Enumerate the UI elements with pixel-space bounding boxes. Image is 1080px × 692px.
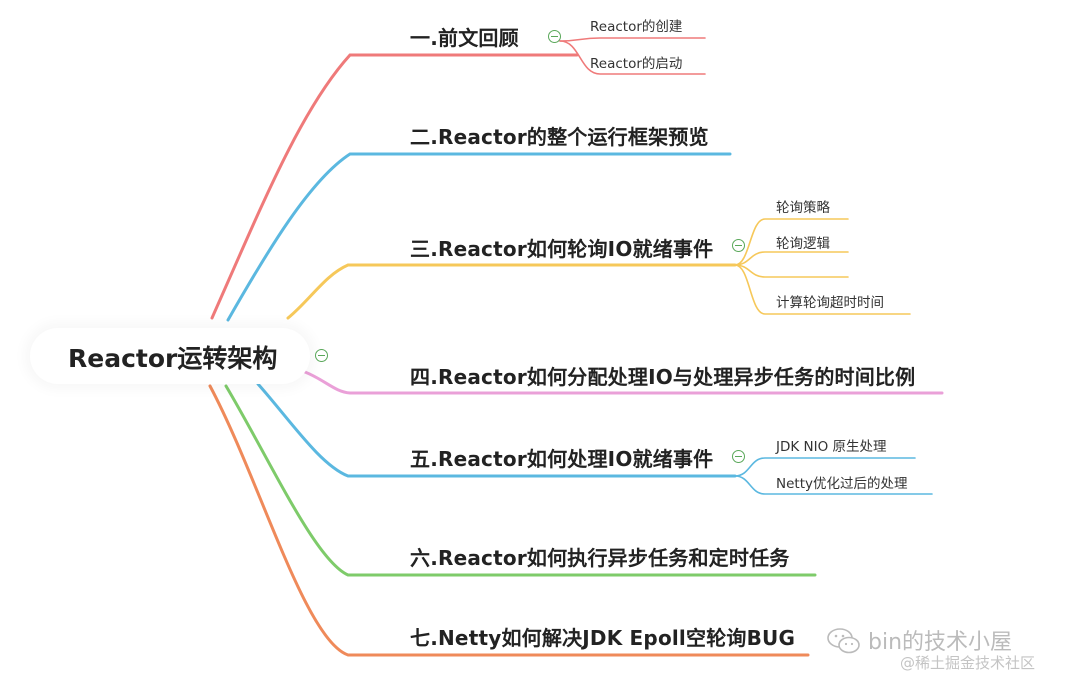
branch-label-4[interactable]: 四.Reactor如何分配处理IO与处理异步任务的时间比例 [410, 365, 916, 389]
leaf-line-5-2 [734, 475, 933, 495]
branch-5-collapse-icon[interactable] [732, 450, 745, 463]
leaf-line-3-1 [734, 218, 849, 266]
leaf-line-1-2 [559, 40, 706, 75]
leaf-label-1-2[interactable]: Reactor的启动 [590, 56, 683, 72]
branch-label-3[interactable]: 三.Reactor如何轮询IO就绪事件 [410, 237, 714, 261]
leaf-line-3-4 [734, 264, 911, 315]
leaf-line-1-1 [559, 37, 706, 42]
branch-line-6 [224, 384, 817, 577]
branch-label-1[interactable]: 一.前文回顾 [410, 26, 519, 50]
branch-line-4 [303, 370, 944, 395]
leaf-label-3-2[interactable]: 轮询逻辑 [776, 236, 830, 252]
watermark-account-name: bin的技术小屋 [868, 630, 1013, 655]
branch-1-collapse-icon[interactable] [548, 30, 561, 43]
branch-line-1 [210, 53, 579, 320]
branch-label-6[interactable]: 六.Reactor如何执行异步任务和定时任务 [410, 546, 790, 570]
branch-line-2 [226, 152, 732, 322]
branch-line-5 [256, 382, 737, 478]
branch-label-5[interactable]: 五.Reactor如何处理IO就绪事件 [410, 447, 714, 471]
leaf-label-5-1[interactable]: JDK NIO 原生处理 [776, 439, 887, 455]
wechat-icon [827, 628, 860, 654]
leaf-line-3-2 [734, 251, 849, 266]
leaf-line-3-3 [734, 264, 849, 278]
root-collapse-icon[interactable] [315, 349, 328, 362]
branch-line-7 [208, 384, 810, 657]
branch-3-collapse-icon[interactable] [732, 239, 745, 252]
leaf-line-5-1 [734, 457, 916, 477]
branch-line-3 [286, 263, 737, 320]
leaf-label-3-4[interactable]: 计算轮询超时时间 [776, 295, 884, 311]
leaf-label-5-2[interactable]: Netty优化过后的处理 [776, 476, 908, 492]
leaf-label-3-1[interactable]: 轮询策略 [776, 200, 830, 216]
branch-label-7[interactable]: 七.Netty如何解决JDK Epoll空轮询BUG [410, 626, 796, 650]
watermark-source: @稀土掘金技术社区 [900, 654, 1036, 672]
branch-label-2[interactable]: 二.Reactor的整个运行框架预览 [410, 125, 709, 149]
root-label: Reactor运转架构 [68, 344, 278, 373]
root-node[interactable] [30, 328, 310, 384]
leaf-label-1-1[interactable]: Reactor的创建 [590, 19, 683, 35]
